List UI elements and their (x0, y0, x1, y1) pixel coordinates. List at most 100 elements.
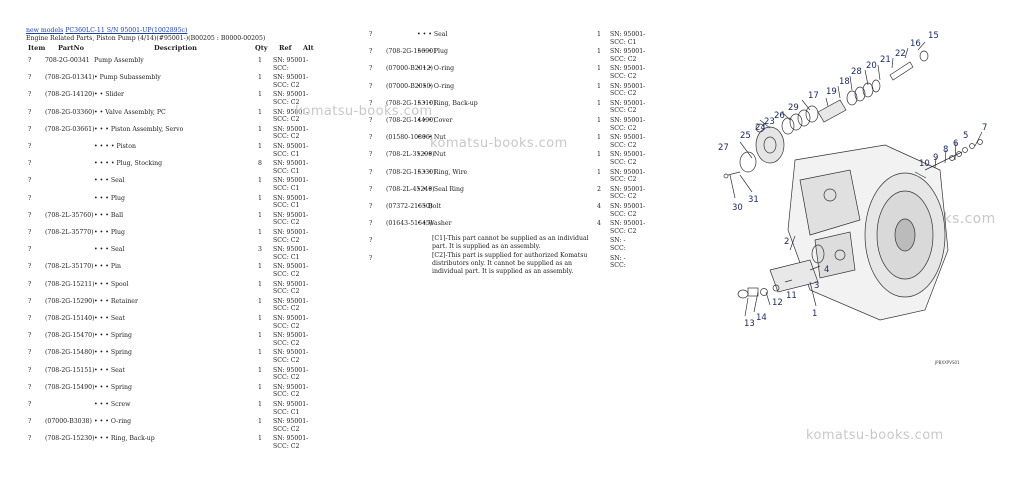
callout-18[interactable]: 18 (839, 77, 850, 87)
col-qty: Qty (255, 44, 268, 52)
partno-cell[interactable]: (708-2G-15690) (386, 48, 436, 56)
item-cell: ? (369, 134, 373, 142)
qty-cell: 1 (258, 194, 262, 202)
callout-24[interactable]: 24 (755, 123, 766, 133)
ref-cell: SN: 95001- SCC: C2 (273, 435, 309, 450)
item-cell: ? (369, 168, 373, 176)
callout-12[interactable]: 12 (772, 298, 783, 308)
callout-27[interactable]: 27 (718, 143, 729, 153)
desc-cell: • • • Plug (94, 229, 125, 236)
desc-cell: • • • Ring, Back-up (417, 99, 478, 107)
callout-8[interactable]: 8 (943, 145, 948, 155)
item-cell: ? (28, 74, 32, 82)
callout-29[interactable]: 29 (788, 103, 799, 113)
qty-cell: 1 (258, 435, 262, 443)
callout-5[interactable]: 5 (963, 131, 968, 141)
callout-28[interactable]: 28 (851, 67, 862, 77)
desc-cell: • • • Seal (417, 31, 448, 38)
watermark: komatsu-books.com (295, 104, 433, 119)
item-cell: ? (28, 418, 32, 426)
partno-cell[interactable]: (708-2G-15290) (45, 297, 95, 305)
exploded-parts-diagram: 1234567891011121314151617181920212223242… (718, 31, 987, 329)
callout-13[interactable]: 13 (744, 319, 755, 329)
callout-6[interactable]: 6 (953, 139, 958, 149)
partno-cell[interactable]: (708-2G-15151) (45, 366, 95, 374)
callout-19[interactable]: 19 (826, 87, 837, 97)
qty-cell: 1 (258, 91, 262, 99)
partno-cell[interactable]: (708-2G-15310) (386, 99, 436, 107)
callout-17[interactable]: 17 (808, 91, 819, 101)
partno-cell[interactable]: (708-2G-03661) (45, 125, 95, 133)
section-subtitle: Engine Related Parts, Piston Pump (4/14)… (26, 35, 266, 42)
breadcrumb-link-models[interactable]: new models (26, 27, 64, 34)
ref-cell: SN: 95001- SCC: (273, 57, 309, 72)
ref-cell: SN: 95001- SCC: C2 (273, 383, 309, 399)
desc-cell: • • Bolt (417, 203, 441, 210)
ref-cell: SN: 95001- SCC: C1 (273, 401, 309, 416)
partno-cell[interactable]: (708-2G-15230) (45, 435, 95, 443)
callout-23[interactable]: 23 (764, 117, 775, 127)
partno-cell[interactable]: (708-2L-45240) (386, 185, 435, 193)
callout-15[interactable]: 15 (928, 31, 939, 41)
partno-cell[interactable]: (708-2L-35170) (45, 263, 94, 271)
callout-10[interactable]: 10 (919, 159, 930, 169)
callout-2[interactable]: 2 (784, 237, 789, 247)
partno-cell[interactable]: (708-2G-15490) (45, 383, 95, 391)
partno-cell[interactable]: (07000-B3038) (45, 418, 92, 426)
item-cell: ? (369, 237, 373, 245)
partno-cell[interactable]: (708-2L-35290) (386, 151, 435, 159)
partno-cell[interactable]: (01580-10806) (386, 134, 433, 142)
callout-22[interactable]: 22 (895, 49, 906, 59)
callout-16[interactable]: 16 (910, 39, 921, 49)
callout-14[interactable]: 14 (756, 313, 767, 323)
qty-cell: 1 (258, 125, 262, 133)
callout-3[interactable]: 3 (814, 281, 819, 291)
partno-cell[interactable]: (708-2G-15140) (45, 315, 95, 322)
partno-cell[interactable]: (708-2G-15211) (45, 280, 95, 288)
qty-cell: 1 (597, 48, 601, 56)
partno-cell[interactable]: (708-2G-15480) (45, 349, 95, 357)
partno-cell[interactable]: (708-2G-15470) (45, 332, 95, 340)
partno-cell[interactable]: (07372-21650) (386, 203, 433, 210)
callout-7[interactable]: 7 (982, 123, 987, 133)
ref-cell: SN: 95001- SCC: C2 (273, 297, 309, 313)
item-cell: ? (28, 229, 32, 236)
ref-cell: SN: 95001- SCC: C2 (273, 91, 309, 106)
partno-cell[interactable]: (07000-B2012) (386, 65, 433, 73)
col-partno: PartNo (58, 44, 84, 52)
qty-cell: 1 (597, 134, 601, 142)
breadcrumb-link-machine[interactable]: PC360LC-11 S/N 95001-UP(1002895c) (65, 27, 188, 34)
item-cell: ? (28, 108, 32, 116)
partno-cell[interactable]: (708-2G-14120) (45, 91, 95, 99)
partno-cell[interactable]: (708-2G-01341) (45, 74, 95, 82)
partno-cell[interactable]: (708-2G-14490) (386, 117, 436, 124)
ref-cell: SN: 95001- SCC: C2 (610, 168, 646, 184)
callout-11[interactable]: 11 (786, 291, 797, 301)
ref-cell: SN: 95001- SCC: C2 (273, 366, 309, 382)
item-cell: ? (369, 254, 373, 262)
callout-20[interactable]: 20 (866, 61, 877, 71)
col-alt: Alt (303, 44, 314, 52)
callout-21[interactable]: 21 (880, 55, 891, 65)
partno-cell[interactable]: 708-2G-00341 (45, 57, 90, 64)
callout-1[interactable]: 1 (812, 309, 817, 319)
qty-cell: 1 (258, 366, 262, 374)
partno-cell[interactable]: (708-2G-15330) (386, 168, 436, 176)
partno-cell[interactable]: (708-2L-35760) (45, 211, 94, 219)
partno-cell[interactable]: (01643-51645) (386, 220, 433, 228)
note-c1: [C1]-This part cannot be supplied as an … (432, 235, 589, 250)
partno-cell[interactable]: (07000-B2050) (386, 82, 433, 90)
callout-25[interactable]: 25 (740, 131, 751, 141)
qty-cell: 1 (258, 418, 262, 426)
callout-26[interactable]: 26 (774, 111, 785, 121)
qty-cell: 1 (258, 383, 262, 391)
callout-4[interactable]: 4 (824, 265, 829, 275)
partno-cell[interactable]: (708-2L-35770) (45, 229, 94, 236)
desc-cell: • • Washer (417, 220, 452, 228)
qty-cell: 8 (258, 160, 262, 168)
callout-9[interactable]: 9 (933, 153, 938, 163)
desc-cell: • • • Seal Ring (417, 185, 464, 193)
partno-cell[interactable]: (708-2G-03360) (45, 108, 95, 116)
callout-30[interactable]: 30 (732, 203, 743, 213)
callout-31[interactable]: 31 (748, 195, 759, 205)
